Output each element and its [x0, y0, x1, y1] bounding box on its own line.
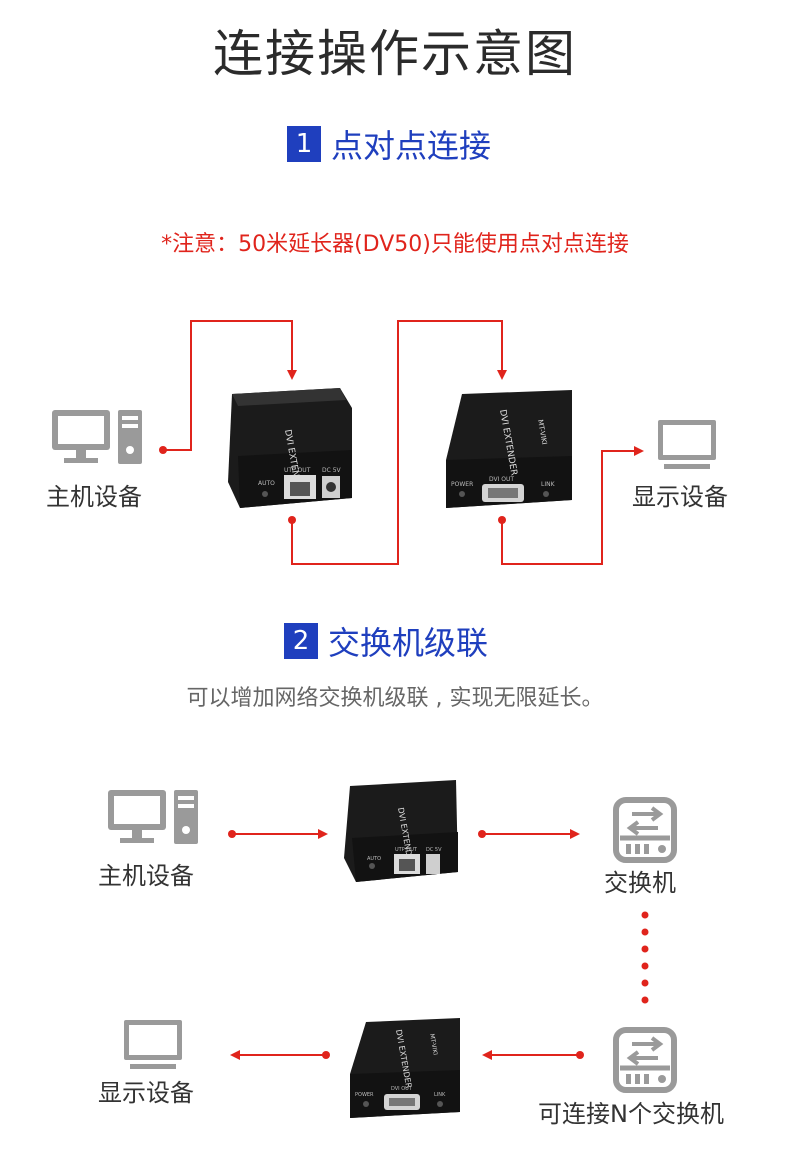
tx2-dc-text: DC 5V	[426, 847, 442, 853]
host-computer-icon-2	[108, 790, 198, 844]
tx1-dc-text: DC 5V	[322, 467, 342, 474]
cascade-dots	[641, 911, 649, 1004]
display-monitor-icon-2	[124, 1020, 182, 1069]
host-label-2: 主机设备	[98, 862, 194, 890]
section-2-number: 2	[284, 623, 318, 659]
display-label-2: 显示设备	[98, 1079, 194, 1107]
section-1-number: 1	[287, 126, 321, 162]
switch-icon-n	[616, 1030, 674, 1090]
receiver-device-1: DVI EXTENDER MT-VIKI POWER DVI OUT LINK	[446, 390, 572, 508]
host-computer-icon	[52, 410, 142, 464]
section-1-heading: 1 点对点连接	[287, 124, 492, 165]
switch-n-label: 可连接N个交换机	[538, 1100, 724, 1128]
rx2-dvi-text: DVI OUT	[391, 1086, 413, 1092]
rx1-power-text: POWER	[451, 481, 473, 488]
section-1-cables	[163, 320, 644, 565]
display-monitor-icon	[658, 420, 716, 469]
section-1-endpoints	[159, 446, 506, 524]
tx1-utp-text: UTP OUT	[284, 467, 311, 474]
host-label-1: 主机设备	[46, 483, 142, 511]
section-2-cables	[230, 829, 580, 1060]
section-2-endpoints	[228, 830, 584, 1059]
section-2-heading: 2 交换机级联	[284, 621, 489, 662]
display-label-1: 显示设备	[632, 483, 728, 511]
rx1-link-text: LINK	[541, 481, 556, 488]
section-2-description: 可以增加网络交换机级联 , 实现无限延长。	[186, 686, 604, 711]
page-title: 连接操作示意图	[213, 25, 577, 83]
tx2-utp-text: UTP OUT	[395, 847, 418, 853]
tx2-auto-text: AUTO	[367, 856, 381, 862]
rx2-power-text: POWER	[355, 1092, 374, 1098]
transmitter-device-1: DVI EXTENDER AUTO UTP OUT DC 5V	[228, 388, 352, 508]
rx2-brand-text: MT-VIKI	[428, 1033, 439, 1056]
tx1-auto-text: AUTO	[258, 480, 275, 487]
section-2-title: 交换机级联	[328, 624, 489, 662]
rx2-link-text: LINK	[434, 1092, 446, 1098]
section-1-title: 点对点连接	[331, 127, 492, 165]
receiver-device-2: DVI EXTENDER MT-VIKI POWER DVI OUT LINK	[350, 1018, 460, 1118]
switch-label: 交换机	[604, 869, 676, 897]
transmitter-device-2: DVI EXTENDER AUTO UTP OUT DC 5V	[344, 780, 458, 882]
warning-note: *注意：50米延长器(DV50)只能使用点对点连接	[161, 232, 629, 257]
rx1-dvi-text: DVI OUT	[489, 476, 514, 483]
switch-icon	[616, 800, 674, 860]
